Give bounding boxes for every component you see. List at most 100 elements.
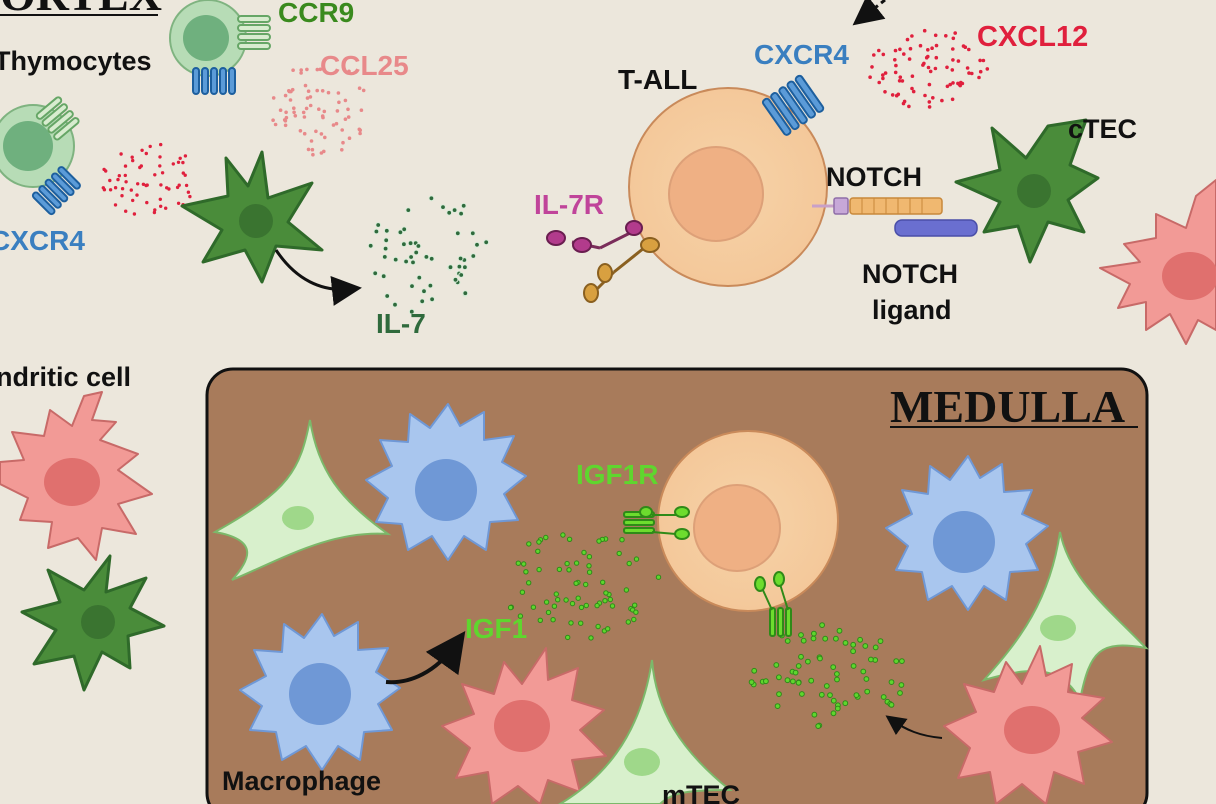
ligand-dot <box>392 256 399 263</box>
ligand-dot <box>535 548 541 554</box>
ligand-dot <box>910 74 915 78</box>
ligand-dot <box>331 123 336 127</box>
ligand-dot <box>290 87 295 92</box>
mtec-cell-top-left <box>212 419 392 581</box>
ligand-dot <box>382 245 389 252</box>
ligand-dot <box>429 296 436 303</box>
ligand-dot <box>956 59 961 63</box>
ligand-dot <box>131 158 135 163</box>
ligand-dot <box>361 88 366 93</box>
ligand-dot <box>868 656 874 663</box>
ligand-dot <box>870 65 874 69</box>
ligand-dot <box>897 79 902 83</box>
ligand-dot <box>421 288 427 295</box>
notch-receptor-icon <box>812 197 943 215</box>
ligand-dot <box>159 204 163 208</box>
ligand-dot <box>291 68 295 72</box>
ligand-dot <box>383 237 390 244</box>
ligand-dot <box>123 173 128 178</box>
ligand-dot <box>633 556 640 562</box>
ligand-dot <box>566 536 573 542</box>
ligand-dot <box>857 636 863 643</box>
ligand-dot <box>631 616 637 623</box>
ligand-dot <box>774 703 781 709</box>
ligand-dot <box>834 671 840 677</box>
ligand-dot <box>306 147 311 152</box>
ligand-dot <box>357 86 362 90</box>
ligand-dot <box>790 678 796 685</box>
ligand-dot <box>883 71 888 75</box>
ligand-dot <box>288 98 293 102</box>
ligand-dot <box>853 692 860 698</box>
ligand-dot <box>451 207 458 214</box>
ligand-dot <box>763 678 769 685</box>
ligand-dot <box>950 68 955 72</box>
ligand-dot <box>271 118 275 122</box>
ligand-dot <box>446 209 453 216</box>
ligand-dot <box>893 48 898 53</box>
ligand-dot <box>462 290 469 297</box>
ligand-dot <box>751 667 758 674</box>
ligand-dot <box>967 71 971 75</box>
ligand-dot <box>953 31 957 35</box>
ligand-dot <box>578 604 585 611</box>
ligand-dot <box>827 692 833 698</box>
ligand-dot <box>605 626 611 632</box>
ligand-dot <box>523 569 529 575</box>
ligand-dot <box>633 609 639 615</box>
ligand-dot <box>278 108 283 112</box>
ligand-dot <box>483 239 490 246</box>
ligand-dot <box>135 193 139 197</box>
ligand-dot <box>888 679 895 685</box>
ligand-dot <box>907 104 911 109</box>
ligand-dot <box>159 142 163 147</box>
ligand-dot <box>927 82 932 87</box>
ligand-dot <box>918 43 923 48</box>
ligand-dot <box>284 110 288 115</box>
ligand-dot <box>586 554 593 560</box>
ligand-dot <box>536 539 542 545</box>
ligand-dot <box>560 532 566 538</box>
ligand-dot <box>911 89 916 94</box>
ligand-dot <box>454 230 461 237</box>
ligand-dot <box>872 644 879 651</box>
notch-ligand-icon <box>894 219 978 237</box>
ligand-dot <box>428 255 435 262</box>
ccr9-receptor-icon <box>237 15 271 50</box>
ligand-dot <box>795 679 802 686</box>
dendritic-cell-bottom <box>441 647 607 804</box>
ligand-dot <box>901 101 906 106</box>
ligand-dot <box>798 632 804 638</box>
ligand-dot <box>970 71 974 76</box>
ligand-dot <box>158 155 162 159</box>
ligand-dot <box>322 149 326 154</box>
ccl25-ligand-dots <box>271 67 366 157</box>
ligand-dot <box>320 114 325 118</box>
cortex-title: ORTEX <box>0 0 162 20</box>
ligand-dot <box>347 136 352 140</box>
ligand-dot <box>158 164 162 168</box>
ligand-dot <box>409 283 415 290</box>
ligand-dot <box>543 534 549 541</box>
ligand-dot <box>836 627 843 634</box>
ligand-dot <box>140 148 144 152</box>
cxcr4-receptor-top-icon <box>192 67 236 95</box>
ligand-dot <box>181 171 185 175</box>
ligand-dot <box>830 710 837 717</box>
ligand-dot <box>888 702 895 708</box>
ligand-dot <box>160 171 165 175</box>
ligand-dot <box>456 263 463 270</box>
ligand-dot <box>961 44 966 48</box>
ligand-dot <box>905 37 910 42</box>
ligand-dot <box>158 197 162 201</box>
ligand-dot <box>310 147 315 152</box>
ligand-dot <box>545 609 552 616</box>
ligand-dot <box>176 160 181 164</box>
ligand-dot <box>573 560 580 566</box>
ligand-dot <box>181 160 185 165</box>
ligand-dot <box>470 253 477 259</box>
ligand-dot <box>145 200 149 205</box>
notch-ligand-label-line1: NOTCH <box>862 259 958 289</box>
ligand-dot <box>308 103 313 108</box>
ligand-dot <box>101 186 106 190</box>
